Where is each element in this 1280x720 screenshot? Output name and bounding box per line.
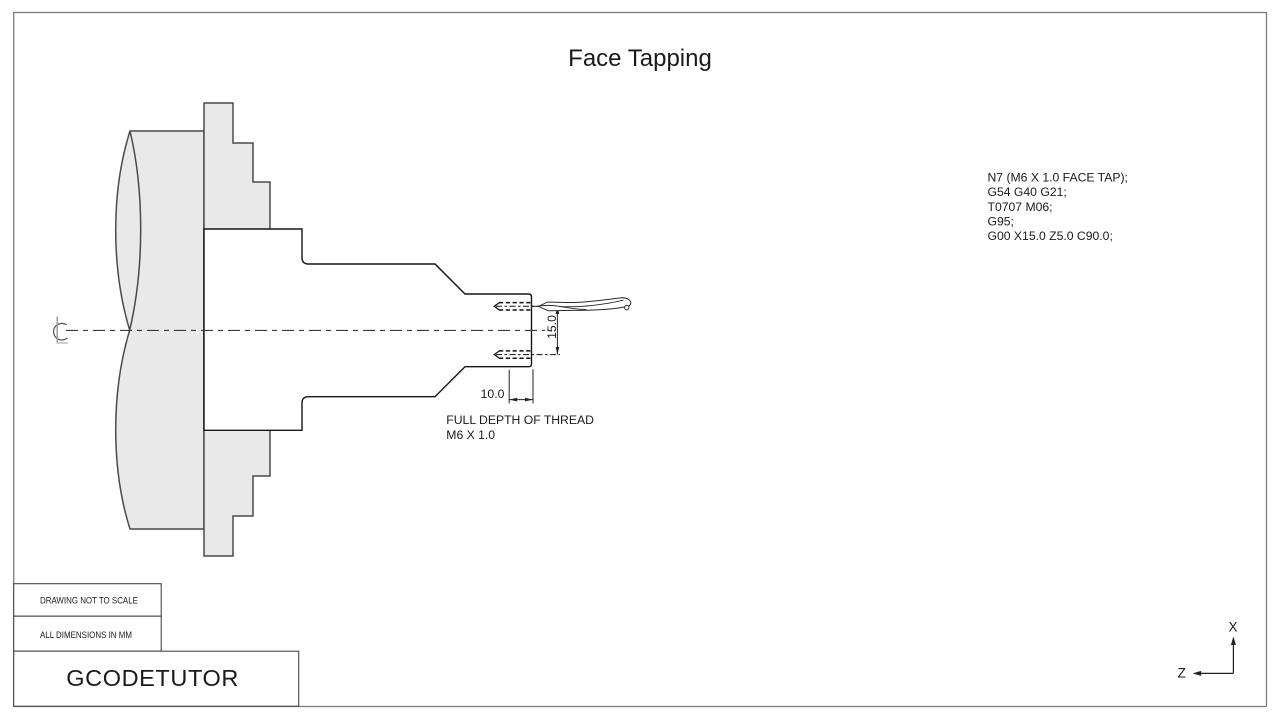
svg-text:G95;: G95; <box>988 214 1014 228</box>
svg-text:FULL DEPTH OF THREAD: FULL DEPTH OF THREAD <box>446 413 594 427</box>
svg-text:10.0: 10.0 <box>481 387 505 401</box>
svg-text:T0707 M06;: T0707 M06; <box>988 200 1053 214</box>
svg-text:M6 X 1.0: M6 X 1.0 <box>446 428 495 442</box>
svg-text:Z: Z <box>1178 666 1186 681</box>
svg-text:DRAWING NOT TO SCALE: DRAWING NOT TO SCALE <box>40 595 138 606</box>
svg-text:Face Tapping: Face Tapping <box>568 45 712 72</box>
svg-text:N7 (M6 X 1.0 FACE TAP);: N7 (M6 X 1.0 FACE TAP); <box>988 171 1128 185</box>
svg-text:ALL DIMENSIONS IN MM: ALL DIMENSIONS IN MM <box>40 630 132 641</box>
svg-text:GCODETUTOR: GCODETUTOR <box>66 665 239 691</box>
svg-text:G00 X15.0 Z5.0 C90.0;: G00 X15.0 Z5.0 C90.0; <box>988 229 1113 243</box>
svg-text:15.0: 15.0 <box>545 315 559 339</box>
svg-text:G54 G40 G21;: G54 G40 G21; <box>988 185 1067 199</box>
svg-text:X: X <box>1228 620 1237 635</box>
